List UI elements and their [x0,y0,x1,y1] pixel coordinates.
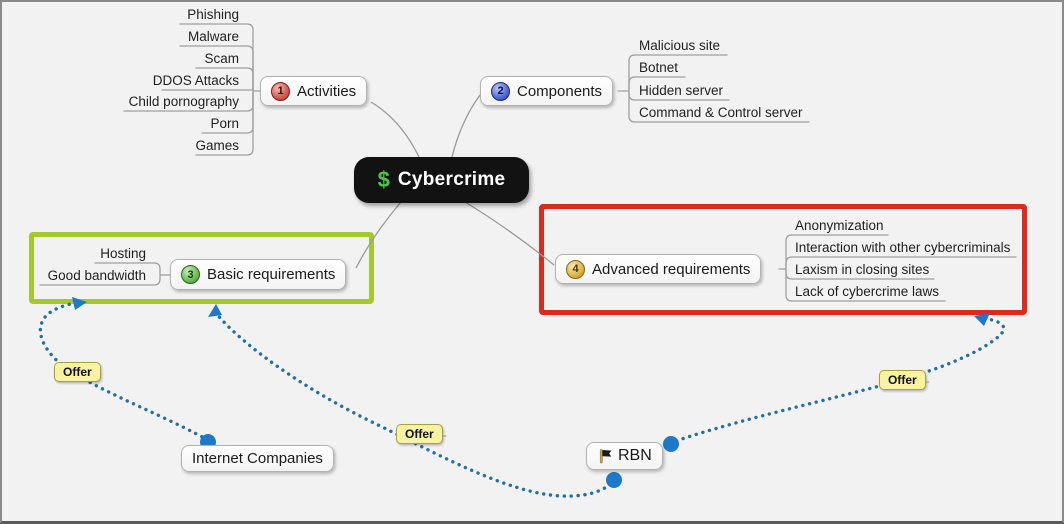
leaf-ddos-attacks[interactable]: DDOS Attacks [152,73,239,88]
floating-node-label: Internet Companies [192,450,323,467]
leaf-malware[interactable]: Malware [187,29,239,44]
topic-label: Components [517,82,603,100]
topic-label: Activities [297,82,357,100]
leaf-hosting[interactable]: Hosting [100,246,146,261]
floating-node-internet-companies[interactable]: Internet Companies [181,445,334,472]
leaf-botnet[interactable]: Botnet [639,60,679,75]
central-links [355,94,555,269]
leaf-porn[interactable]: Porn [210,116,239,131]
leaf-scam[interactable]: Scam [204,51,239,66]
leaf-laxism-closing-sites[interactable]: Laxism in closing sites [795,262,930,277]
number-2-badge-icon: 2 [491,81,510,101]
topic-node-basic-requirements[interactable]: 3 Basic requirements [170,259,347,290]
topic-label: Basic requirements [207,266,336,283]
leaf-lack-cybercrime-laws[interactable]: Lack of cybercrime laws [795,284,940,299]
advanced-requirements-boundary [539,204,1027,315]
leaf-malicious-site[interactable]: Malicious site [639,38,721,53]
basic-requirements-boundary [29,232,374,304]
relationship-label-offer-1[interactable]: Offer [54,362,101,382]
central-node-label: Cybercrime [397,169,506,190]
branch-lines [39,23,1017,437]
number-1-badge-icon: 1 [271,81,290,101]
topic-node-advanced-requirements[interactable]: 4 Advanced requirements [555,254,762,284]
relationship-label-offer-3[interactable]: Offer [879,370,926,390]
number-3-badge-icon: 3 [181,265,200,284]
relationship-label-offer-2[interactable]: Offer [396,424,443,444]
relationship-arrowheads [72,297,990,326]
leaf-child-pornography[interactable]: Child pornography [128,94,239,109]
leaf-good-bandwidth[interactable]: Good bandwidth [47,268,146,283]
leaf-hidden-server[interactable]: Hidden server [639,83,724,98]
topic-node-activities[interactable]: 1 Activities [260,76,368,106]
leaf-command-control-server[interactable]: Command & Control server [639,105,803,120]
topic-label: Advanced requirements [592,260,751,278]
floating-node-label: RBN [618,447,652,464]
relationship-curves [38,301,1006,498]
number-4-badge-icon: 4 [566,259,585,279]
central-node-cybercrime[interactable]: $ Cybercrime [354,157,529,203]
leaf-interaction-cybercriminals[interactable]: Interaction with other cybercriminals [795,240,1011,255]
floating-node-rbn[interactable]: RBN [586,442,663,470]
topic-node-components[interactable]: 2 Components [480,76,614,106]
leaf-anonymization[interactable]: Anonymization [795,218,884,233]
leaf-games[interactable]: Games [195,138,239,153]
dollar-icon: $ [377,167,390,192]
leaf-phishing[interactable]: Phishing [187,7,239,22]
flag-icon [599,448,612,463]
